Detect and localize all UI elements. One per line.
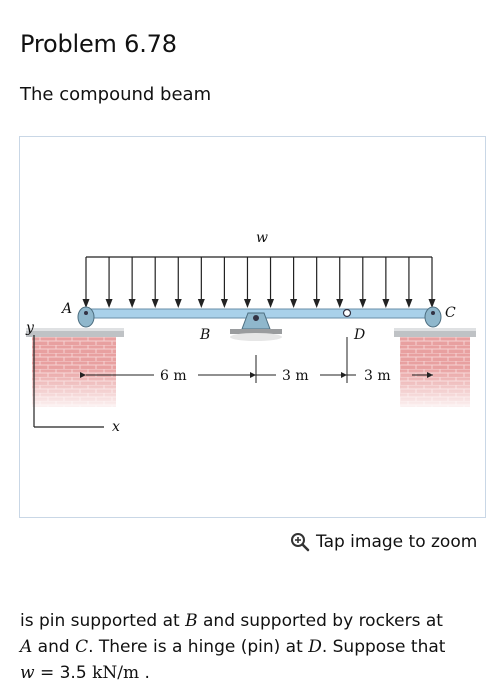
statement-text: = 3.5 <box>34 663 93 683</box>
axis-label-x: x <box>112 419 120 435</box>
load-arrow-head <box>336 299 344 308</box>
hinge-d <box>342 308 352 318</box>
distributed-load <box>82 256 436 308</box>
dimension-3m-second: 3 m <box>364 368 391 384</box>
dimension-lines <box>80 337 433 383</box>
problem-subtitle: The compound beam <box>20 84 212 105</box>
axis-label-y: y <box>25 320 35 336</box>
unit-kn-per-m: kN/m <box>92 663 140 683</box>
problem-statement: is pin supported at B and supported by r… <box>20 608 490 686</box>
load-arrow-head <box>243 299 251 308</box>
load-arrow-head <box>382 299 390 308</box>
support-a-rocker <box>77 306 95 328</box>
zoom-in-icon <box>291 533 310 552</box>
zoom-label: Tap image to zoom <box>316 532 478 552</box>
beam-diagram: w A B C D y x <box>25 230 476 435</box>
dimension-6m: 6 m <box>160 368 187 384</box>
load-arrow-head <box>197 299 205 308</box>
load-arrow-head <box>428 299 436 308</box>
var-w: w <box>20 663 35 683</box>
tap-to-zoom[interactable]: Tap image to zoom <box>290 532 477 552</box>
load-arrow-head <box>313 299 321 308</box>
var-d: D <box>308 637 322 657</box>
label-d: D <box>353 327 365 343</box>
right-pier <box>394 328 476 407</box>
left-pier <box>26 328 124 407</box>
load-arrow-head <box>267 299 275 308</box>
problem-title: Problem 6.78 <box>20 30 177 58</box>
coordinate-axes <box>33 335 104 428</box>
load-arrow-head <box>290 299 298 308</box>
support-c-rocker <box>424 306 442 328</box>
statement-text: is pin supported at <box>20 611 186 631</box>
var-c: C <box>75 637 89 657</box>
statement-text: and supported by rockers at <box>197 611 443 631</box>
label-b: B <box>199 327 210 343</box>
load-arrow-head <box>359 299 367 308</box>
load-arrow-head <box>405 299 413 308</box>
beam-figure[interactable]: w A B C D y x <box>19 136 486 518</box>
dimension-3m-first: 3 m <box>282 368 309 384</box>
load-arrow-head <box>220 299 228 308</box>
load-arrow-head <box>174 299 182 308</box>
load-arrow-head <box>151 299 159 308</box>
load-arrow-head <box>105 299 113 308</box>
statement-text: . There is a hinge (pin) at <box>88 637 309 657</box>
var-a: A <box>20 637 33 657</box>
statement-text: . <box>139 663 150 683</box>
load-arrow-head <box>128 299 136 308</box>
support-b-pin <box>230 312 282 341</box>
label-c: C <box>445 305 456 321</box>
statement-text: . Suppose that <box>321 637 446 657</box>
statement-text: and <box>32 637 76 657</box>
load-arrow-head <box>82 299 90 308</box>
var-b: B <box>185 611 198 631</box>
label-a: A <box>60 301 72 317</box>
load-label-w: w <box>256 230 268 246</box>
